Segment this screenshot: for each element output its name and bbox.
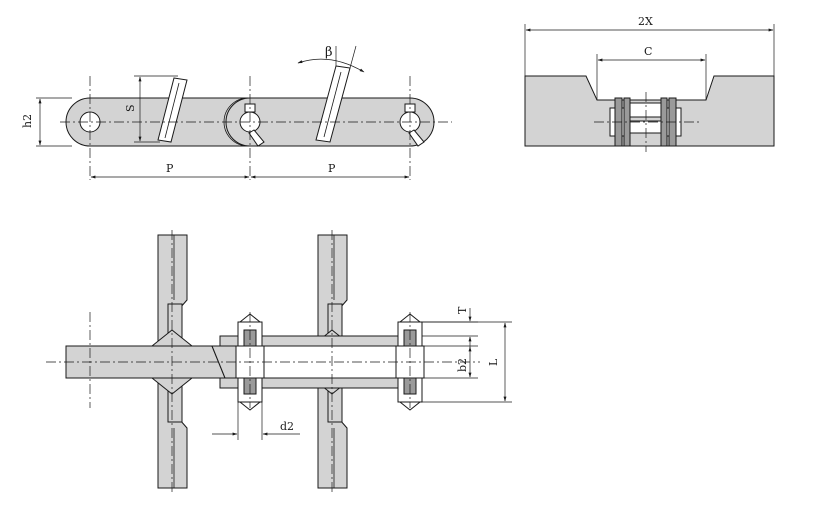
label-C: C bbox=[644, 45, 652, 58]
label-b2: b2 bbox=[456, 358, 469, 372]
label-L: L bbox=[487, 358, 500, 366]
label-beta: β bbox=[325, 45, 333, 60]
label-h2: h2 bbox=[21, 114, 34, 128]
side-view: h2 S β P P bbox=[21, 45, 452, 180]
label-S: S bbox=[124, 104, 137, 112]
plan-view: T b2 L d2 bbox=[46, 230, 512, 494]
front-view: 2X C bbox=[524, 15, 775, 152]
label-P-right: P bbox=[328, 162, 336, 175]
label-d2: d2 bbox=[280, 420, 294, 433]
label-2X: 2X bbox=[638, 15, 653, 28]
label-T: T bbox=[456, 306, 469, 314]
label-P-left: P bbox=[166, 162, 174, 175]
